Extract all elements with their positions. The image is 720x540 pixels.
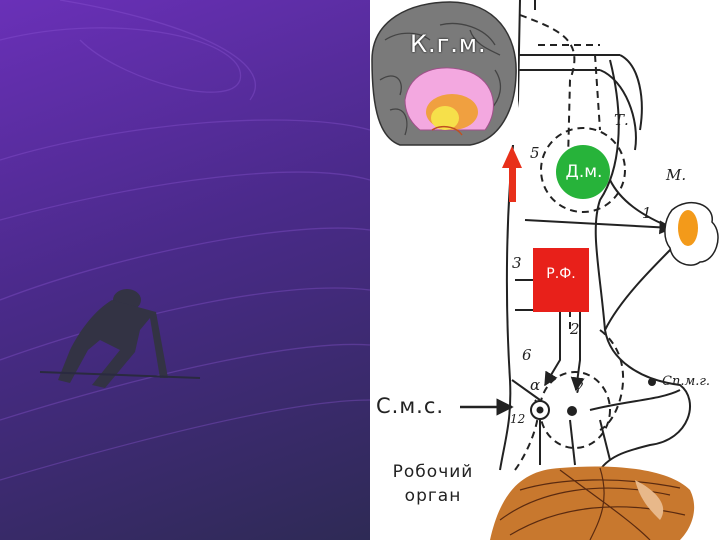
dm-circle [556,145,610,199]
alpha-label: α [530,376,541,394]
sprinter-silhouette [58,289,168,388]
dm-label: Д.м. [565,162,603,182]
pathway-number-2: 2 [570,320,580,338]
pathway-number-6: 6 [522,346,532,364]
sms-label: С.м.с. [376,394,445,418]
red-ascending-arrow [502,146,522,202]
solid-pathways [507,48,681,466]
pathway-number-1: 1 [642,204,652,222]
brain-label: К.г.м. [410,30,487,58]
gamma-motoneuron [567,406,577,416]
gamma-label: γ [574,376,583,394]
brain-image [370,0,518,146]
t-label: Т. [614,111,629,129]
working-organ-line2: орган [404,486,462,506]
decorative-background-panel [0,0,370,540]
cerebellum-oval [664,201,719,266]
background-swirls [0,0,370,481]
working-organ-label: Робочий орган [378,460,488,508]
diagram-canvas [370,0,719,540]
pathway-number-5: 5 [530,144,540,162]
rf-box [533,248,589,312]
spmg-label: Сп.м.г. [662,374,711,389]
working-organ-line1: Робочий [392,462,474,482]
reflex-diagram: Т. М. Сп.м.г. 1 2 3 5 6 12 α γ [370,0,720,540]
spinal-ganglion-dot [648,378,656,386]
rf-label: Р.Ф. [546,266,576,282]
dashed-pathways [514,14,626,471]
muscle-image [490,466,695,540]
pathway-number-12: 12 [510,412,526,426]
m-label: М. [666,166,687,184]
pathway-number-3: 3 [512,254,522,272]
